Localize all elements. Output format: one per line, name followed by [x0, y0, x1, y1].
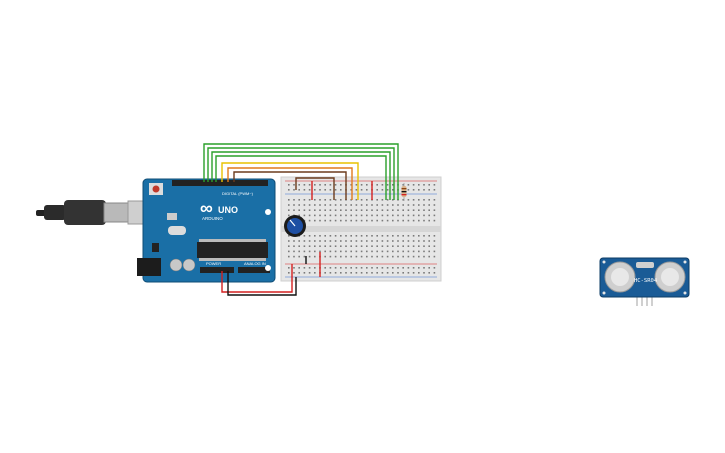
resistor[interactable]	[401, 183, 407, 201]
red-power-wire[interactable]	[221, 264, 293, 293]
analog-pins-label: ANALOG IN	[244, 261, 266, 266]
digital-pins-label: DIGITAL (PWM~)	[222, 191, 254, 196]
arduino-logo-icon: ∞	[200, 198, 213, 218]
brown-wire-2[interactable]	[295, 177, 335, 200]
power-jack[interactable]	[137, 258, 161, 276]
orange-wire[interactable]	[227, 167, 353, 200]
breadboard[interactable]	[280, 176, 442, 282]
green-wire-4[interactable]	[215, 155, 387, 200]
arduino-uno-board[interactable]: ∞ UNO ARDUINO DIGITAL (PWM~) POWER ANALO…	[137, 178, 276, 283]
atmega-chip	[197, 242, 268, 258]
arduino-model-label: UNO	[218, 205, 238, 215]
digital-header[interactable]	[172, 180, 268, 186]
green-wire-3[interactable]	[211, 151, 391, 200]
brown-wire[interactable]	[233, 171, 347, 200]
ultrasonic-sensor[interactable]: HC-SR04	[599, 257, 690, 306]
analog-header[interactable]	[238, 267, 270, 273]
sensor-model-label: HC-SR04	[634, 278, 658, 284]
wires[interactable]	[203, 143, 399, 296]
green-wire-1[interactable]	[203, 143, 399, 200]
sensor-crystal	[636, 262, 654, 268]
power-header[interactable]	[200, 267, 234, 273]
usb-cable[interactable]	[36, 200, 161, 225]
power-pins-label: POWER	[206, 261, 221, 266]
potentiometer-knob[interactable]	[284, 215, 306, 237]
yellow-wire[interactable]	[221, 162, 359, 200]
arduino-brand-label: ARDUINO	[202, 216, 223, 221]
black-ground-wire[interactable]	[227, 271, 297, 296]
green-wire-2[interactable]	[207, 147, 395, 200]
